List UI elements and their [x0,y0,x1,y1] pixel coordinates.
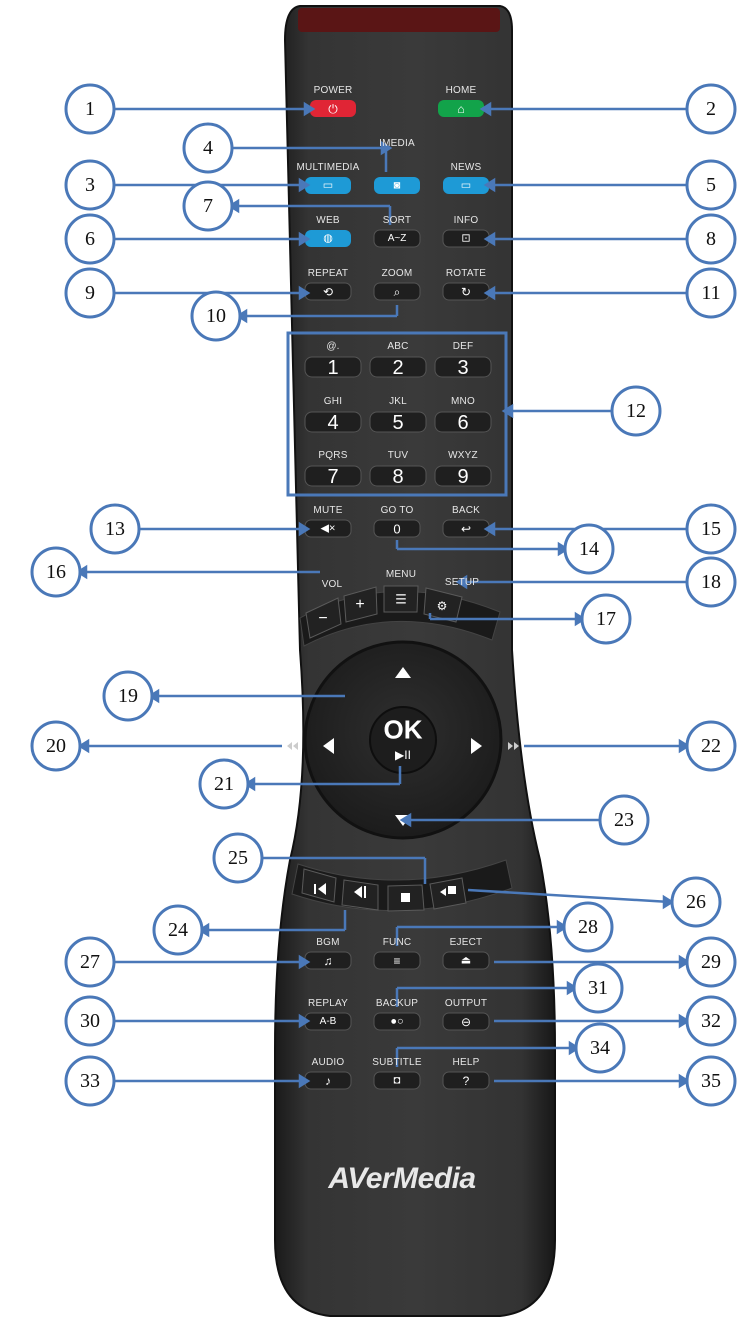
key-2 [369,356,427,378]
back-button [442,519,490,538]
key-1 [304,356,362,378]
func-button [373,951,421,970]
audio-button [304,1071,352,1090]
news-button [443,177,489,194]
key-9 [434,465,492,487]
zoom-button [373,282,421,301]
help-button [442,1071,490,1090]
rewind-icon [287,742,298,750]
eject-button [442,951,490,970]
prev-button [301,868,337,903]
key-8 [369,465,427,487]
rotate-button [442,282,490,301]
replay-button [304,1012,352,1031]
fast-forward-icon [508,742,519,750]
bgm-button [304,951,352,970]
vol-down-button [305,597,342,639]
stop-icon [401,893,410,902]
arrow-right-icon [471,738,482,754]
key-3 [434,356,492,378]
key-6 [434,411,492,433]
backup-button [373,1012,421,1031]
imedia-button [374,177,420,194]
sort-button [373,229,421,248]
output-button [442,1012,490,1031]
key-4 [304,411,362,433]
goto-button [373,519,421,538]
web-button [305,230,351,247]
key-7 [304,465,362,487]
subtitle-button [373,1071,421,1090]
arrow-left-icon [323,738,334,754]
vol-up-button [343,586,378,623]
menu-button [383,585,419,613]
skip-previous-icon [314,883,326,895]
arrow-up-icon [395,667,411,678]
home-button [438,100,484,117]
slideshow-icon [440,886,456,896]
key-5 [369,411,427,433]
skip-next-icon [354,886,366,898]
callout-circles [30,83,737,1107]
repeat-button [304,282,352,301]
callout-lines [75,101,691,1089]
setup-button [423,587,463,623]
mute-button [304,519,352,538]
info-button [442,229,490,248]
ok-button [369,706,437,774]
power-button [310,100,356,117]
multimedia-button [305,177,351,194]
keypad-highlight [286,331,508,497]
ir-window [298,8,500,32]
